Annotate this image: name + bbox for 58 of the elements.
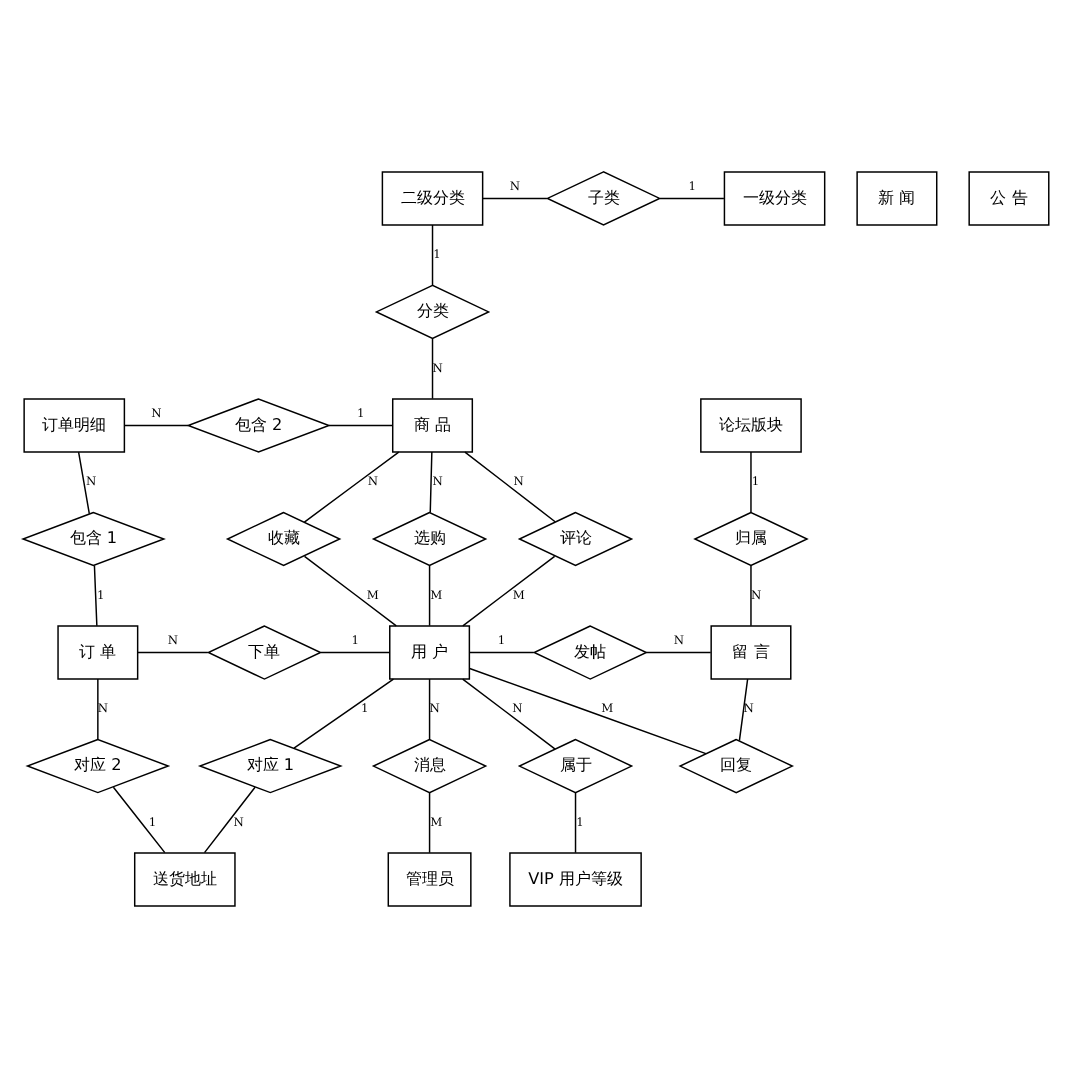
connector [303,450,400,522]
node-box: 商 品 [391,397,474,452]
node-box: 公 告 [968,170,1050,225]
connector [428,677,431,739]
connector [320,650,391,653]
node-diamond: 评论 [517,510,634,566]
node-diamond: 包含 2 [186,397,332,452]
connector [431,336,434,399]
connector [464,450,556,522]
node-box: 新 闻 [856,170,938,225]
node-box: VIP 用户等级 [509,851,642,906]
node-diamond: 属于 [517,737,634,793]
node-diamond: 选购 [371,510,488,566]
node-diamond: 发帖 [532,624,649,679]
connector [645,650,712,653]
connector [429,450,433,513]
node-box: 论坛版块 [700,397,802,452]
connector [303,554,398,626]
connector [574,790,577,853]
connector [123,423,189,426]
connector [659,196,725,199]
connector [93,563,98,626]
connector [328,423,394,426]
connector [293,677,395,748]
node-diamond: 包含 1 [20,510,166,566]
node-box: 留 言 [710,624,792,679]
connector [428,790,431,853]
node-box: 送货地址 [133,851,236,906]
node-diamond: 归属 [693,510,809,566]
connector [738,677,749,741]
connector [431,223,434,285]
connector [137,650,209,653]
connector [468,666,707,754]
node-diamond: 分类 [374,283,491,339]
connector [750,450,752,512]
node-diamond: 对应 2 [25,737,171,793]
node-diamond: 收藏 [225,510,342,566]
node-box: 一级分类 [723,170,826,225]
node-box: 用 户 [389,624,471,679]
node-diamond: 对应 1 [197,737,343,793]
connector [750,563,752,626]
node-box: 订单明细 [23,397,126,452]
connector [203,785,256,853]
connector [97,677,99,739]
connector [462,554,556,626]
node-box: 订 单 [57,624,139,679]
node-diamond: 下单 [206,624,323,679]
node-diamond: 子类 [545,170,662,225]
connector [461,677,556,749]
node-diamond: 回复 [678,737,795,793]
connector [112,785,166,853]
node-diamond: 消息 [371,737,488,793]
connector [469,650,535,653]
connector [428,563,431,626]
connector [482,196,548,199]
node-box: 管理员 [387,851,472,906]
node-box: 二级分类 [381,170,484,225]
connector [77,450,91,514]
